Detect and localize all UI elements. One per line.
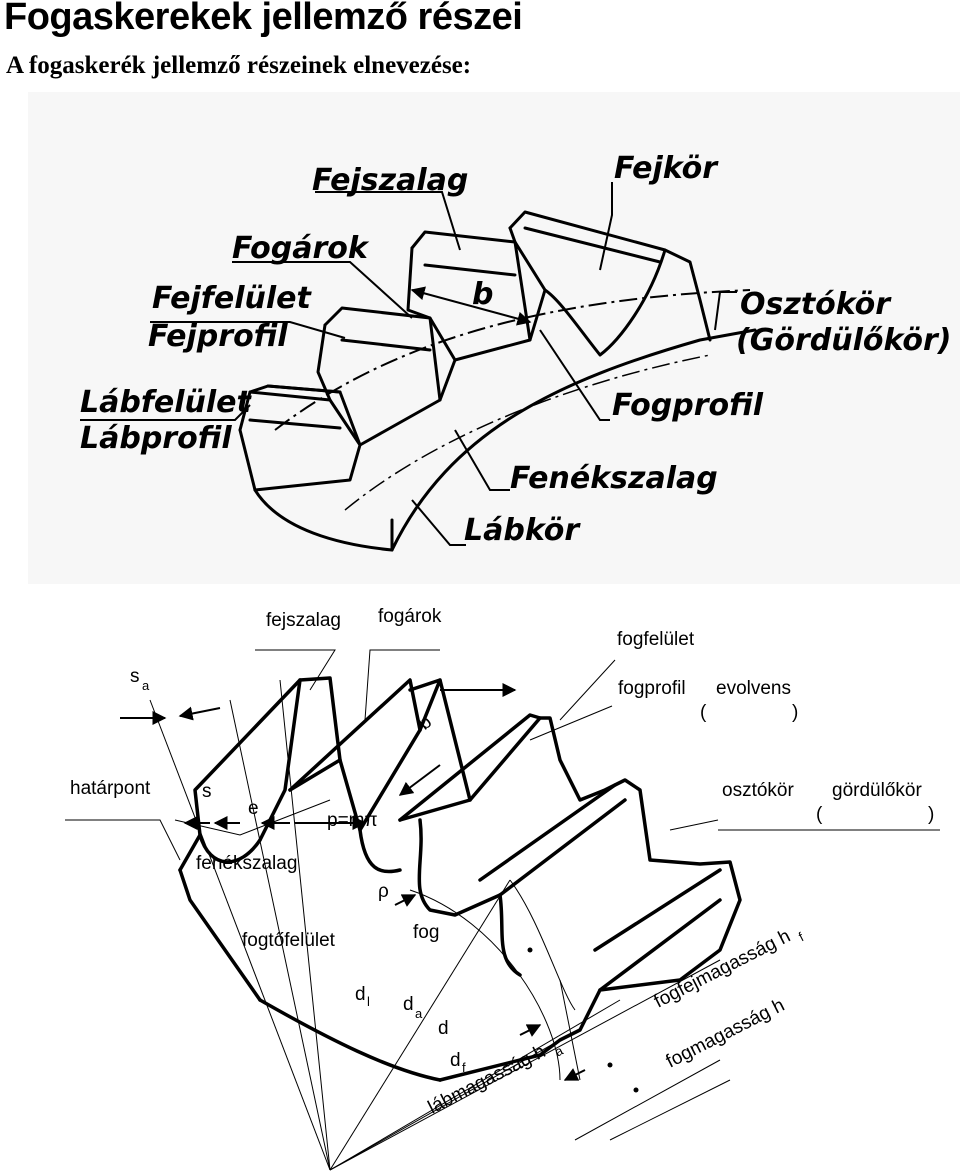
top-leader-lines: [80, 182, 737, 546]
label-evolvens: evolvens: [716, 678, 791, 699]
paren-close-gordulokor: ): [928, 804, 934, 825]
label-df-sub: f: [462, 1060, 466, 1075]
label-fogfelulet: fogfelület: [617, 629, 695, 650]
label-e: e: [248, 798, 259, 819]
paren-open-gordulokor: (: [816, 804, 823, 825]
paren-open-evolvens: (: [700, 702, 707, 723]
label-fenekszalag-b: fenékszalag: [196, 853, 297, 874]
top-figure-background: [28, 92, 960, 584]
label-fejszalag-b: fejszalag: [266, 610, 341, 631]
label-labfelulet: Lábfelület: [80, 385, 253, 420]
label-fogprofil: Fogprofil: [612, 388, 764, 423]
label-osztokor-b: osztókör: [722, 780, 794, 801]
label-dl-sub: l: [367, 994, 370, 1009]
bottom-gear-drawing: [178, 676, 742, 1082]
label-labprofil: Lábprofil: [80, 421, 232, 456]
bottom-arrows: [120, 683, 586, 1081]
bottom-construction-lines: [149, 679, 731, 1171]
label-pitch: p=mπ: [327, 810, 378, 831]
label-fogarok-b: fogárok: [378, 606, 442, 627]
label-fogfejmagassag-sub: f: [796, 929, 806, 944]
label-gordulokor-b: gördülőkör: [832, 780, 922, 801]
label-b-top: b: [472, 277, 493, 312]
label-gordulokor: (Gördülőkör): [736, 323, 951, 358]
page-title: Fogaskerekek jellemző részei: [4, 0, 523, 38]
label-da: d: [403, 994, 414, 1015]
label-fog: fog: [413, 922, 439, 943]
label-fogtofelulet: fogtőfelület: [242, 930, 336, 951]
label-dl: d: [355, 984, 366, 1005]
paren-close-evolvens: ): [792, 702, 798, 723]
label-fogarok: Fogárok: [232, 231, 370, 266]
label-fogmagassag: fogmagasság h: [663, 995, 788, 1073]
label-s: s: [202, 781, 212, 802]
dot-marker: [607, 1062, 613, 1068]
label-da-sub: a: [415, 1006, 423, 1021]
label-labmagassag-sub: a: [552, 1042, 566, 1059]
dot-marker: [633, 1087, 639, 1093]
label-fejszalag: Fejszalag: [312, 163, 468, 198]
top-labels: Fejszalag Fejkör Fogárok Fejfelület Fejp…: [80, 151, 951, 548]
label-df: d: [450, 1050, 461, 1071]
label-hatarpont: határpont: [70, 778, 151, 799]
label-labkor: Lábkör: [464, 513, 581, 548]
label-s-a-sub: a: [142, 678, 150, 693]
label-osztokor: Osztókör: [740, 287, 892, 322]
label-fejfelulet: Fejfelület: [152, 281, 312, 316]
label-fejkor: Fejkör: [614, 151, 719, 186]
top-pitch-circle: [274, 289, 751, 431]
top-gear-drawing: [238, 210, 757, 552]
top-root-circle: [344, 354, 711, 511]
label-fejprofil: Fejprofil: [148, 319, 288, 354]
bottom-leader-lines: [65, 649, 940, 861]
dot-marker: [527, 947, 533, 953]
label-d: d: [438, 1018, 449, 1039]
label-rho: ρ: [378, 881, 389, 902]
page-subtitle: A fogaskerék jellemző részeinek elnevezé…: [6, 52, 472, 79]
top-b-dimension: [410, 286, 532, 326]
label-s-a: s: [130, 666, 140, 687]
label-fenekszalag: Fenékszalag: [510, 461, 718, 496]
label-fogprofil-b: fogprofil: [618, 678, 686, 699]
